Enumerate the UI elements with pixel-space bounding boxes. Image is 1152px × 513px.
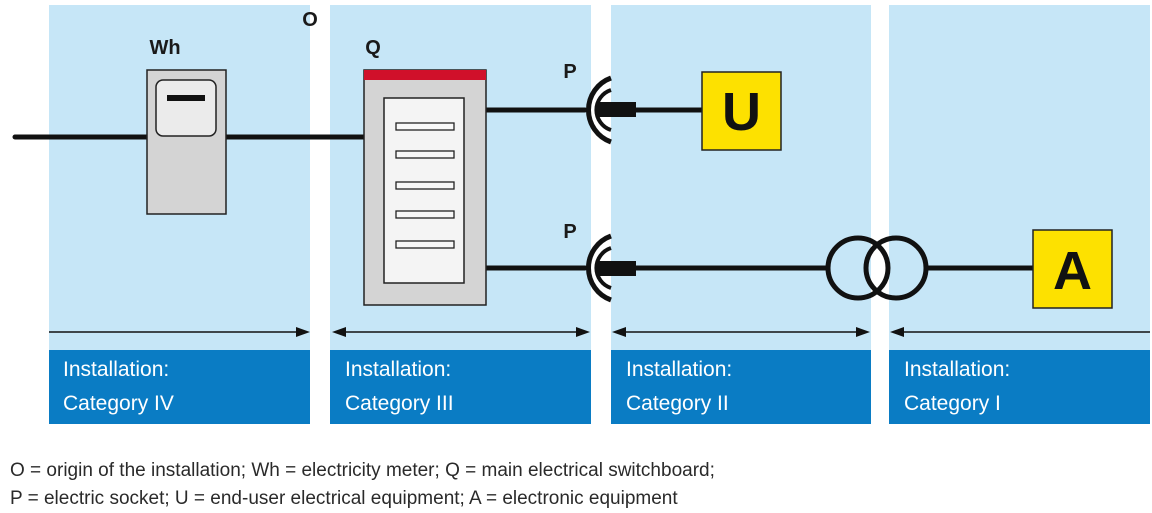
breaker-slot — [395, 122, 455, 131]
electricity-meter — [146, 69, 227, 215]
category-ii-bar — [611, 350, 871, 424]
breaker-slot — [395, 240, 455, 249]
electronic-equipment-box — [1032, 229, 1113, 309]
switchboard-top-strip — [364, 70, 486, 80]
enduser-equipment-box — [701, 71, 782, 151]
category-i-line1: Installation: — [904, 358, 1010, 381]
legend: O = origin of the installation; Wh = ele… — [10, 457, 1140, 513]
electronic-letter: A — [1053, 241, 1092, 301]
plug-top — [596, 102, 636, 117]
category-i-bar — [889, 350, 1150, 424]
meter-dash — [167, 95, 205, 101]
category-i-line2: Category I — [904, 392, 1001, 415]
category-iii-line1: Installation: — [345, 358, 451, 381]
enduser-letter: U — [722, 82, 761, 142]
installation-category-diagram: Installation: Category IV Installation: … — [12, 5, 1150, 424]
plug-bottom — [596, 261, 636, 276]
transformer-icon — [825, 235, 929, 301]
socket-top-label: P — [563, 61, 576, 83]
category-iv-line2: Category IV — [63, 392, 174, 415]
legend-line-1: O = origin of the installation; Wh = ele… — [10, 460, 715, 481]
category-iv-bar — [49, 350, 310, 424]
zone-category-ii — [611, 5, 871, 350]
category-iii-line2: Category III — [345, 392, 454, 415]
category-iii-bar — [330, 350, 591, 424]
range-arrow-category-iv — [49, 327, 310, 337]
meter-label: Wh — [149, 37, 180, 59]
category-ii-line2: Category II — [626, 392, 729, 415]
legend-line-2: P = electric socket; U = end-user electr… — [10, 488, 678, 509]
main-switchboard — [363, 69, 487, 306]
breaker-slot — [395, 210, 455, 219]
range-arrow-category-i — [890, 327, 1150, 337]
switchboard-label: Q — [365, 37, 381, 59]
range-arrow-category-iii — [332, 327, 590, 337]
category-ii-line1: Installation: — [626, 358, 732, 381]
meter-display — [155, 79, 217, 137]
range-arrow-category-ii — [612, 327, 870, 337]
breaker-slot — [395, 181, 455, 190]
origin-label: O — [302, 9, 318, 31]
category-iv-line1: Installation: — [63, 358, 169, 381]
breaker-slot — [395, 150, 455, 159]
socket-bottom-label: P — [563, 221, 576, 243]
